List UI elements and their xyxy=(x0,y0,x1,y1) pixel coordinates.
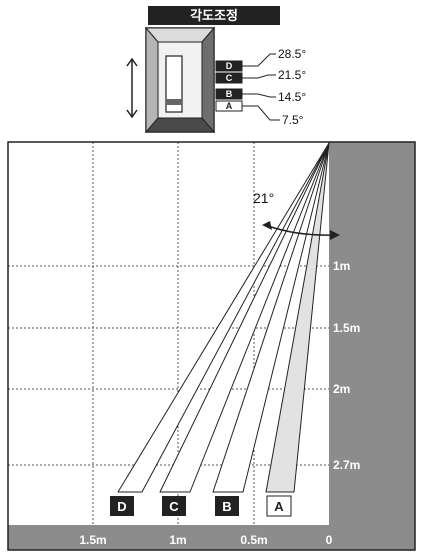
level-C[interactable]: C xyxy=(215,72,243,84)
angle-label-A: 7.5° xyxy=(282,113,304,127)
sensor-housing xyxy=(144,26,216,134)
zone-markers: D C B A xyxy=(110,495,292,517)
distance-label-2-7m: 2.7m xyxy=(333,458,360,472)
angle-label-D: 28.5° xyxy=(278,47,306,61)
header-bar xyxy=(148,6,280,25)
zone-C: C xyxy=(162,496,186,516)
angle-labels: 28.5° 21.5° 14.5° 7.5° xyxy=(278,47,306,127)
beams xyxy=(117,142,330,493)
beam-C xyxy=(159,142,330,493)
distance-label-2m: 2m xyxy=(333,382,350,396)
detection-area: 21° D C B A 1m 1.5m 2m xyxy=(7,141,416,551)
grid-lines xyxy=(8,142,329,525)
distance-label-bottom-1m: 1m xyxy=(169,533,186,547)
svg-text:B: B xyxy=(222,499,231,514)
distance-label-bottom-1-5m: 1.5m xyxy=(79,533,106,547)
distance-label-bottom-0: 0 xyxy=(326,533,333,547)
adjust-arrow xyxy=(126,57,138,119)
sensor-unit: 각도조정 D C xyxy=(126,6,306,134)
header-title: 각도조정 xyxy=(190,8,238,23)
distance-label-1-5m: 1.5m xyxy=(333,321,360,335)
svg-text:C: C xyxy=(226,73,233,83)
distance-label-1m: 1m xyxy=(333,259,350,273)
zone-B: B xyxy=(215,496,239,516)
sensor-slider[interactable] xyxy=(165,55,183,113)
beam-A xyxy=(265,142,330,493)
svg-text:B: B xyxy=(226,89,233,99)
level-B[interactable]: B xyxy=(215,88,243,100)
svg-text:C: C xyxy=(169,499,179,514)
level-A[interactable]: A xyxy=(215,100,243,112)
beam-spread-label: 21° xyxy=(253,190,274,206)
beam-D xyxy=(117,142,330,493)
level-D[interactable]: D xyxy=(215,60,243,72)
svg-text:D: D xyxy=(226,61,233,71)
svg-text:A: A xyxy=(226,101,233,111)
floor-bottom xyxy=(8,525,415,550)
angle-label-C: 21.5° xyxy=(278,68,306,82)
distance-labels-bottom: 1.5m 1m 0.5m 0 xyxy=(79,533,332,547)
zone-A: A xyxy=(266,495,292,517)
svg-text:D: D xyxy=(117,499,126,514)
beam-B xyxy=(212,142,330,493)
distance-label-bottom-0-5m: 0.5m xyxy=(240,533,267,547)
level-selector: D C B A xyxy=(215,60,243,112)
zone-D: D xyxy=(110,496,134,516)
angle-leaders xyxy=(242,53,280,121)
beam-spread-annotation: 21° xyxy=(253,190,340,240)
area-border xyxy=(7,141,416,551)
wall-right xyxy=(329,142,415,525)
distance-labels-right: 1m 1.5m 2m 2.7m xyxy=(333,259,360,472)
svg-text:A: A xyxy=(274,499,284,514)
angle-label-B: 14.5° xyxy=(278,90,306,104)
